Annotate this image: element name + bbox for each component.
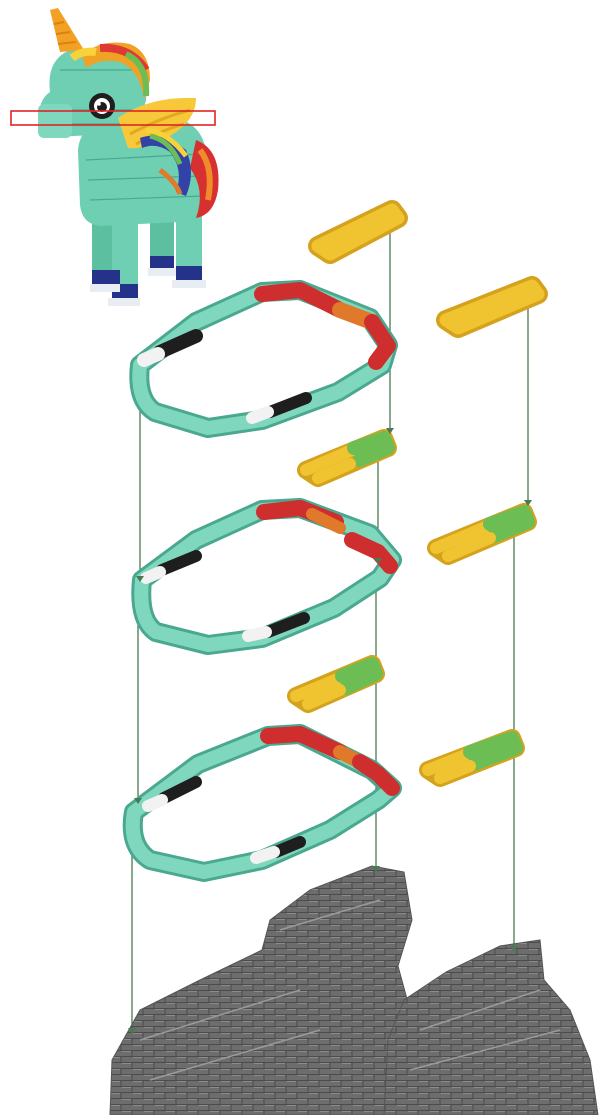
unicorn-eye-icon bbox=[89, 93, 115, 119]
yellow-green-piece-left-3 bbox=[296, 664, 376, 704]
yellow-piece-top-left bbox=[318, 210, 398, 254]
yellow-piece-top-right bbox=[446, 286, 538, 328]
unicorn-hoof bbox=[92, 270, 120, 284]
yellow-green-piece-left-2 bbox=[306, 438, 388, 478]
white-segment bbox=[144, 354, 158, 360]
mint-ring-layer-2 bbox=[141, 508, 392, 645]
white-segment bbox=[148, 800, 162, 806]
unicorn-hoof bbox=[150, 256, 174, 268]
mint-ring-layer-3 bbox=[133, 734, 392, 872]
red-segment bbox=[268, 734, 340, 752]
unicorn-preview-illustration bbox=[11, 8, 219, 306]
white-segment bbox=[252, 412, 268, 418]
gray-base-bricks bbox=[110, 866, 598, 1115]
unicorn-snout bbox=[38, 104, 72, 138]
white-segment bbox=[146, 572, 160, 578]
unicorn-hoof bbox=[176, 266, 202, 280]
unicorn-horn bbox=[50, 8, 84, 52]
gray-base-right bbox=[384, 940, 598, 1115]
white-segment bbox=[256, 852, 274, 858]
green-segment bbox=[354, 438, 388, 460]
mint-ring-layer-1 bbox=[139, 290, 388, 428]
yellow-green-piece-right-3 bbox=[428, 738, 516, 778]
white-segment bbox=[248, 632, 266, 636]
